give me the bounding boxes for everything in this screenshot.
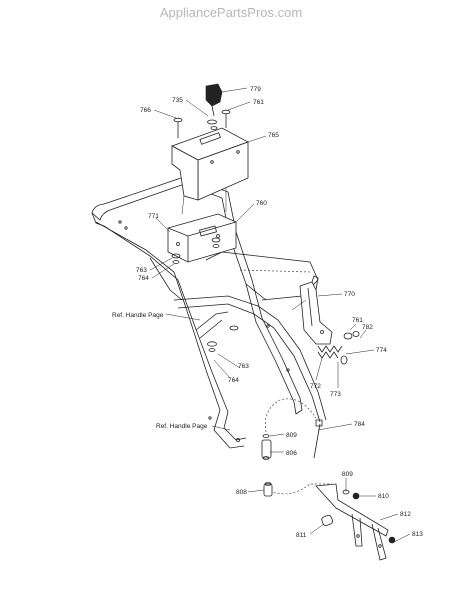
shift-knob	[205, 83, 223, 117]
label-811: 811	[296, 532, 307, 539]
console-bracket	[167, 213, 237, 264]
shift-arm	[315, 483, 389, 561]
label-761: 761	[253, 99, 264, 106]
label-773: 773	[330, 391, 341, 398]
label-761-lower: 761	[352, 317, 363, 324]
ref-handle-page-lower: Ref. Handle Page	[156, 423, 208, 430]
label-808: 808	[236, 489, 247, 496]
label-764: 764	[138, 275, 149, 282]
label-779: 779	[250, 86, 261, 93]
ferrule	[261, 434, 272, 460]
top-bolt	[173, 117, 183, 138]
label-772: 772	[310, 383, 321, 390]
label-763-lower: 763	[238, 363, 249, 370]
label-764-lower: 764	[228, 377, 239, 384]
label-813: 813	[412, 531, 423, 538]
label-809-lower: 809	[342, 471, 353, 478]
label-760: 760	[256, 200, 267, 207]
label-765: 765	[268, 132, 279, 139]
label-771: 771	[148, 213, 159, 220]
label-774: 774	[376, 347, 387, 354]
reference-labels: Ref. Handle Page Ref. Handle Page	[112, 312, 208, 430]
leader-lines	[149, 87, 411, 543]
label-806: 806	[286, 450, 297, 457]
spring	[317, 331, 360, 365]
label-812: 812	[400, 511, 411, 518]
bushing	[321, 514, 333, 526]
label-809: 809	[286, 432, 297, 439]
control-rod	[264, 398, 332, 495]
ref-handle-page-upper: Ref. Handle Page	[112, 312, 164, 319]
label-782: 782	[362, 324, 373, 331]
label-784: 784	[354, 421, 365, 428]
label-810: 810	[378, 493, 389, 500]
top-washers	[207, 109, 231, 130]
label-763: 763	[136, 267, 147, 274]
lower-washers	[207, 325, 239, 352]
shift-bracket	[291, 275, 333, 345]
watermark: AppliancePartsPros.com	[160, 5, 302, 20]
label-735: 735	[172, 97, 183, 104]
control-box	[171, 127, 249, 215]
label-770: 770	[344, 291, 355, 298]
part-labels: 779 735 761 766 765 760 771 763 764 770 …	[136, 86, 423, 539]
label-766: 766	[140, 107, 151, 114]
ferrule-lower	[263, 482, 273, 497]
